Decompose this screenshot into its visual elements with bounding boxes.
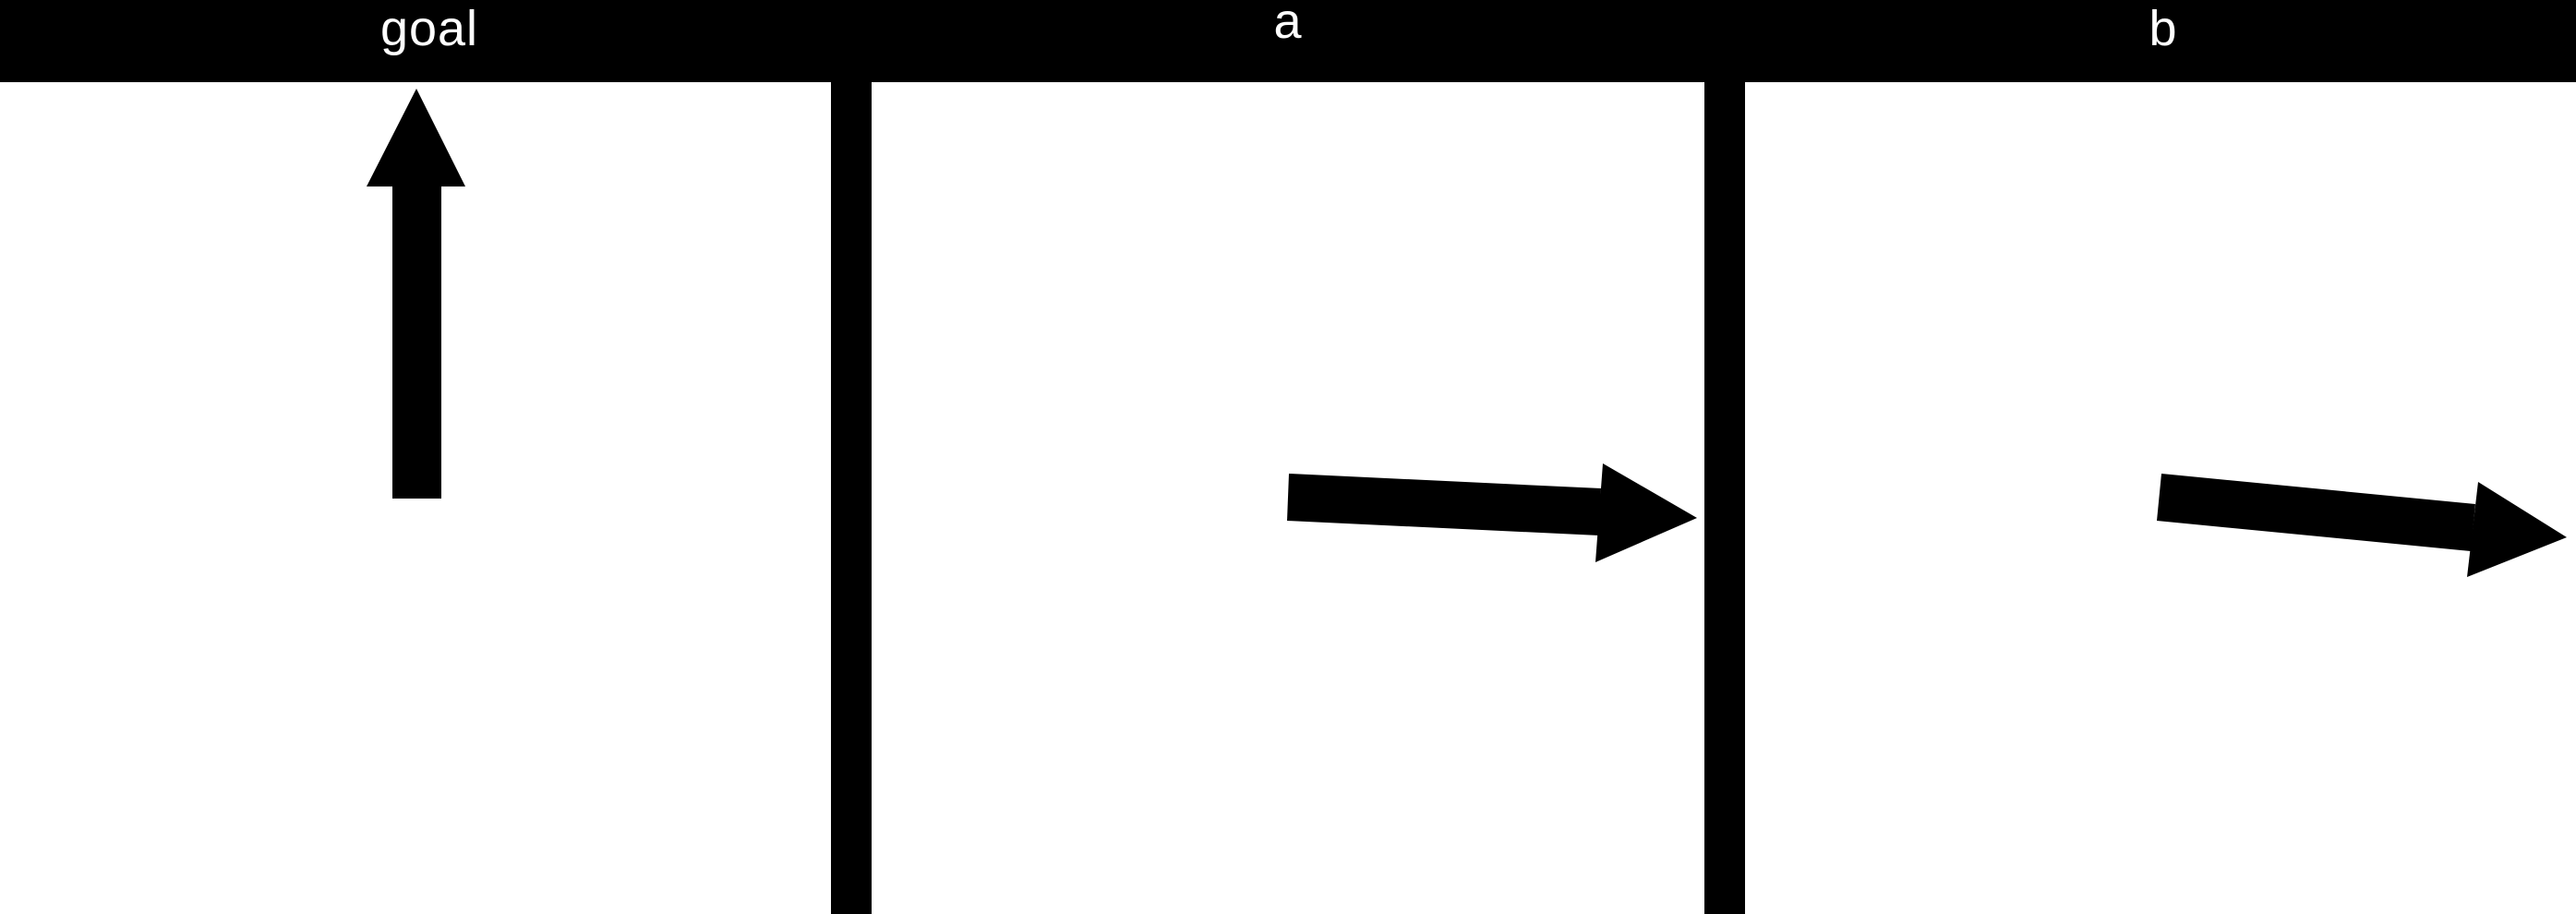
panel-title-b: b (2149, 1, 2178, 56)
arrow-b (2157, 474, 2567, 577)
arrow-a (1287, 463, 1697, 562)
header-bar (0, 0, 2576, 82)
arrow-goal (367, 89, 465, 499)
panel-title-goal: goal (379, 1, 479, 56)
panel-divider-2 (1704, 82, 1745, 914)
panel-title-a: a (1273, 0, 1303, 49)
panel-divider-1 (831, 82, 872, 914)
